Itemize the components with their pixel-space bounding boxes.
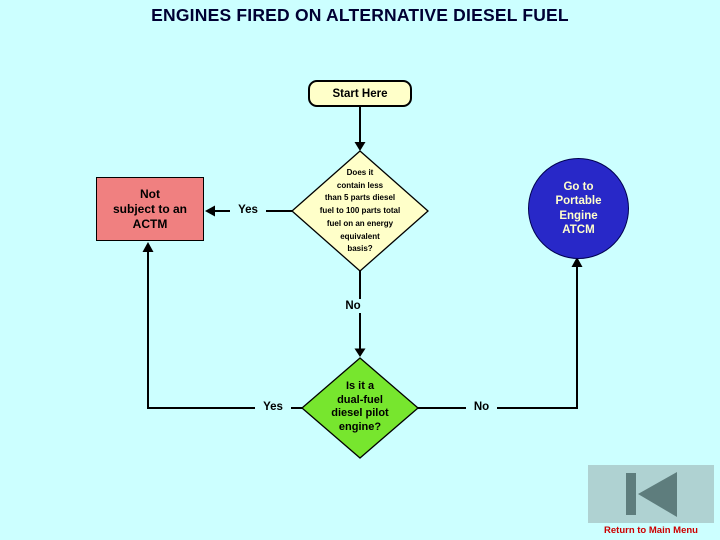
edge-label-yes-decision2: Yes: [255, 400, 291, 414]
edge-label-no-decision1: No: [339, 299, 367, 313]
connector-decision2-no: [418, 266, 578, 409]
decision1-diamond: [291, 150, 429, 272]
arrowhead-into-not-subject: [205, 205, 215, 217]
connector-decision2-yes: [147, 251, 302, 409]
edge-label-yes-decision1: Yes: [230, 203, 266, 217]
skip-to-start-icon: [626, 472, 677, 517]
page-title: ENGINES FIRED ON ALTERNATIVE DIESEL FUEL: [151, 5, 569, 25]
arrowhead-into-decision2: [354, 348, 366, 357]
start-node: Start Here: [308, 80, 412, 107]
return-to-main-menu-link[interactable]: Return to Main Menu: [604, 525, 698, 536]
edge-label-no-decision2: No: [466, 400, 497, 414]
decision2-diamond: [301, 357, 419, 459]
start-node-label: Start Here: [332, 87, 388, 100]
arrowhead-into-not-subject-bottom: [142, 242, 154, 252]
arrowhead-into-portable-engine: [571, 257, 583, 267]
back-button[interactable]: [588, 465, 714, 523]
arrowhead-into-decision1: [354, 142, 366, 151]
